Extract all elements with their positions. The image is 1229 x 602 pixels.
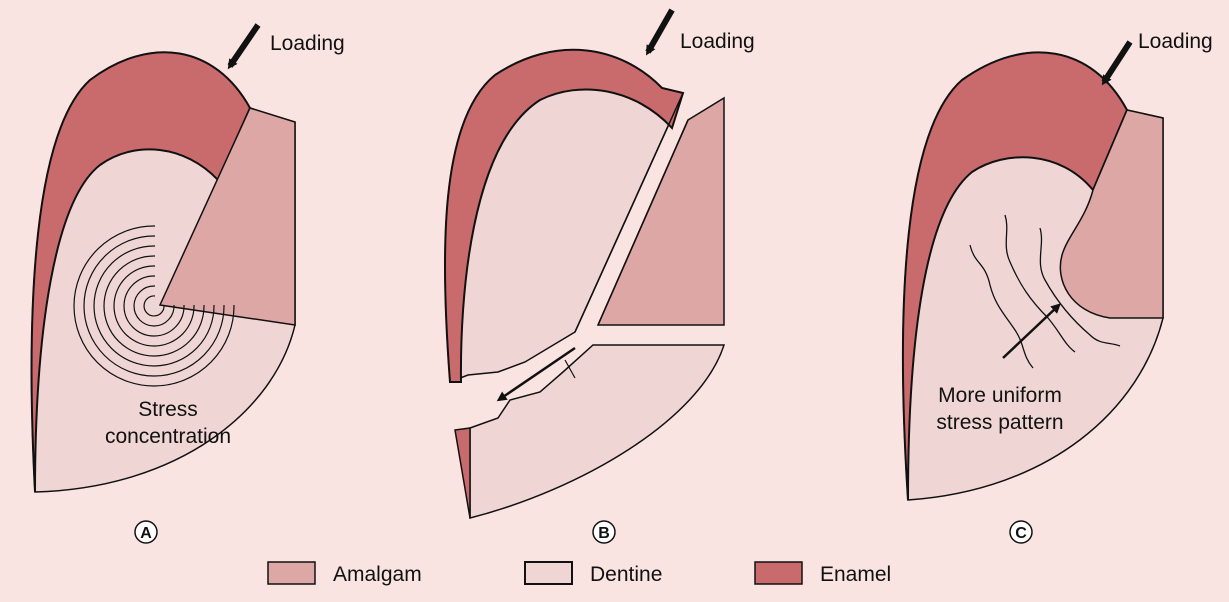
legend-label-amalgam: Amalgam [333,563,422,586]
panel-a-badge-label: A [140,525,152,542]
legend-label-dentine: Dentine [590,563,662,586]
panel-c-loading-arrow [1104,42,1130,82]
legend-swatch-enamel [755,562,802,584]
panel-a-loading-label: Loading [270,32,345,55]
panel-b-loading-arrow [648,10,672,52]
panel-a-loading-arrow [230,25,258,66]
panel-b-loading-label: Loading [680,30,755,53]
panel-a-note-line2: concentration [105,425,231,448]
legend: Amalgam Dentine Enamel [268,562,891,586]
panel-c-badge-label: C [1015,525,1027,542]
panel-a: Loading Stress concentration A [32,25,345,543]
panel-b-lower-enamel [455,428,470,518]
panel-b: Loading B [445,10,755,543]
panel-b-lower-dentine [470,345,724,518]
panel-c-note-line2: stress pattern [936,411,1063,434]
panel-b-badge-label: B [598,525,610,542]
panel-c-loading-label: Loading [1138,30,1213,53]
legend-swatch-dentine [525,562,572,584]
panel-a-note-line1: Stress [138,398,198,421]
legend-label-enamel: Enamel [820,563,891,586]
panel-c: Loading More uniform stress pattern C [903,30,1213,543]
panel-c-note-line1: More uniform [938,384,1062,407]
legend-swatch-amalgam [268,562,315,584]
